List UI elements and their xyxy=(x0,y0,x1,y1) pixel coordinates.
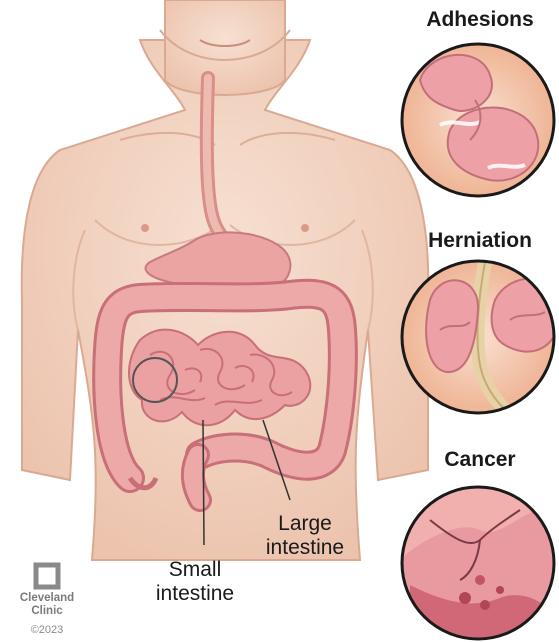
logo-line1: Cleveland xyxy=(12,592,82,605)
adhesions-title: Adhesions xyxy=(410,8,550,32)
logo-wordmark: Cleveland Clinic xyxy=(12,592,82,618)
small-intestine-leader xyxy=(203,420,204,545)
herniation-title: Herniation xyxy=(410,229,550,253)
small-intestine-label: Small intestine xyxy=(140,558,250,606)
large-intestine-label-line1: Large xyxy=(250,512,360,536)
small-intestine-label-line1: Small xyxy=(140,558,250,582)
large-intestine-label-line2: intestine xyxy=(250,536,360,560)
inset-cancer xyxy=(400,487,559,642)
copyright: ©2023 xyxy=(12,624,82,636)
inset-herniation xyxy=(402,261,559,415)
small-intestine-label-line2: intestine xyxy=(140,582,250,606)
cancer-title: Cancer xyxy=(410,448,550,472)
large-intestine-label: Large intestine xyxy=(250,512,360,560)
inset-adhesions xyxy=(402,44,554,196)
cleveland-clinic-logo-icon xyxy=(36,565,58,587)
logo-line2: Clinic xyxy=(12,605,82,618)
